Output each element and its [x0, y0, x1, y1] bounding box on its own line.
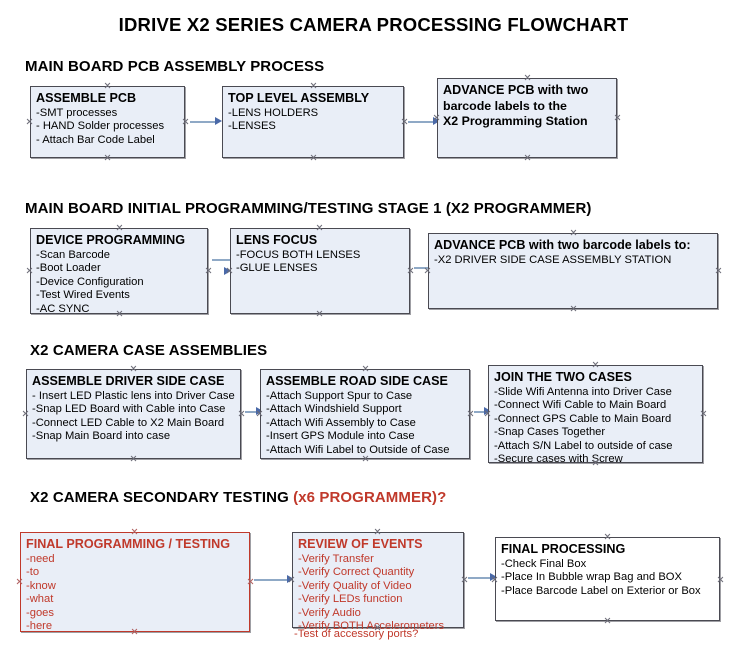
arrow-driver-case-to-road-case — [241, 406, 269, 418]
box-item: -Verify Audio — [298, 606, 361, 619]
box-final-programming-testing[interactable]: FINAL PROGRAMMING / TESTING -need -to -k… — [20, 532, 250, 632]
box-item: -know — [26, 579, 56, 592]
page-title: IDRIVE X2 SERIES CAMERA PROCESSING FLOWC… — [118, 14, 629, 35]
box-item: -Check Final Box — [501, 557, 587, 570]
box-item: -here — [26, 620, 53, 633]
box-header: LENS FOCUS — [236, 233, 318, 247]
box-item: -Snap LED Board with Cable into Case — [32, 403, 226, 416]
box-join-the-two-cases[interactable]: JOIN THE TWO CASES -Slide Wifi Antenna i… — [488, 365, 703, 465]
box-item: -Device Configuration — [36, 275, 144, 288]
box-item: -Snap Cases Together — [494, 426, 606, 439]
box-header: TOP LEVEL ASSEMBLY — [228, 91, 370, 105]
box-item: -Test Wired Events — [36, 289, 130, 302]
box-item: -Connect GPS Cable to Main Board — [494, 412, 672, 425]
box-advance-pcb-driver-side[interactable]: ADVANCE PCB with two barcode labels to: … — [428, 233, 718, 309]
section-heading-x2-camera-case-assemblies: X2 CAMERA CASE ASSEMBLIES — [30, 342, 267, 359]
box-item: X2 Programming Station — [443, 114, 588, 129]
box-item: -LENS HOLDERS — [228, 106, 319, 119]
box-item: -goes — [26, 606, 54, 619]
box-header: ASSEMBLE DRIVER SIDE CASE — [32, 374, 225, 388]
box-item: -Verify LEDs function — [298, 593, 403, 606]
box-item-overflow: -Test of accessory ports? — [294, 628, 419, 640]
box-header: REVIEW OF EVENTS — [298, 537, 423, 551]
box-item: -Verify Quality of Video — [298, 579, 412, 592]
box-item: -Place In Bubble wrap Bag and BOX — [501, 571, 682, 584]
section-heading-label: X2 CAMERA CASE ASSEMBLIES — [30, 342, 268, 359]
box-item: -GLUE LENSES — [236, 262, 318, 275]
box-header: JOIN THE TWO CASES — [494, 370, 632, 384]
box-assemble-road-side-case[interactable]: ASSEMBLE ROAD SIDE CASE -Attach Support … — [260, 369, 470, 459]
box-lens-focus[interactable]: LENS FOCUS -FOCUS BOTH LENSES -GLUE LENS… — [230, 228, 410, 314]
box-header: ADVANCE PCB with two — [443, 83, 589, 97]
box-top-level-assembly[interactable]: TOP LEVEL ASSEMBLY -LENS HOLDERS -LENSES — [222, 86, 404, 158]
box-item: -Connect Wifi Cable to Main Board — [494, 399, 667, 412]
section-heading-x2-camera-secondary-testing: X2 CAMERA SECONDARY TESTING (x6 PROGRAMM… — [30, 489, 446, 506]
box-item: -Secure cases with Screw — [494, 453, 623, 466]
box-item: -FOCUS BOTH LENSES — [236, 248, 361, 261]
arrow-assemble-pcb-to-top-level — [186, 117, 226, 127]
box-header: FINAL PROGRAMMING / TESTING — [26, 537, 231, 551]
section-heading-main-board-pcb-assembly: MAIN BOARD PCB ASSEMBLY PROCESS — [25, 58, 324, 75]
box-header: ASSEMBLE ROAD SIDE CASE — [266, 374, 448, 388]
box-item: -LENSES — [228, 120, 276, 133]
box-item: barcode labels to the — [443, 98, 567, 113]
box-item: - Insert LED Plastic lens into Driver Ca… — [32, 389, 235, 402]
box-item: -what — [26, 593, 54, 606]
box-item: -Attach Support Spur to Case — [266, 389, 413, 402]
box-item: -Attach S/N Label to outside of case — [494, 439, 673, 452]
box-header: FINAL PROCESSING — [501, 542, 626, 556]
box-header: ASSEMBLE PCB — [36, 91, 137, 105]
box-item: -Insert GPS Module into Case — [266, 430, 415, 443]
box-item: -Boot Loader — [36, 262, 101, 275]
section-heading-label: X2 CAMERA SECONDARY TESTING — [30, 489, 294, 506]
box-item: -Attach Wifi Label to Outside of Case — [266, 443, 450, 456]
box-item: -Verify Correct Quantity — [298, 566, 415, 579]
arrow-road-case-to-join-cases — [470, 406, 498, 418]
box-item: -Connect LED Cable to X2 Main Board — [32, 416, 225, 429]
arrow-top-level-to-advance-pcb — [405, 117, 445, 127]
box-item: -Place Barcode Label on Exterior or Box — [501, 584, 701, 597]
box-item: -Slide Wifi Antenna into Driver Case — [494, 385, 672, 398]
box-header: DEVICE PROGRAMMING — [36, 233, 186, 247]
box-item: -Verify BOTH Accelerometers — [298, 620, 445, 633]
box-item: -X2 DRIVER SIDE CASE ASSEMBLY STATION — [434, 253, 672, 266]
box-item: -AC SYNC — [36, 302, 90, 315]
box-review-of-events[interactable]: REVIEW OF EVENTS -Verify Transfer -Verif… — [292, 532, 464, 640]
box-header: ADVANCE PCB with two barcode labels to: — [434, 238, 691, 252]
box-item: - Attach Bar Code Label — [36, 133, 155, 146]
section-heading-main-board-initial-programming: MAIN BOARD INITIAL PROGRAMMING/TESTING S… — [25, 200, 592, 217]
box-item: - HAND Solder processes — [36, 120, 165, 133]
box-item: -to — [26, 566, 40, 579]
section-heading-accent: (x6 PROGRAMMER)? — [293, 489, 447, 506]
box-item: -Scan Barcode — [36, 248, 111, 261]
box-item: -Snap Main Board into case — [32, 430, 171, 443]
box-device-programming[interactable]: DEVICE PROGRAMMING -Scan Barcode -Boot L… — [30, 228, 208, 315]
box-item: -Attach Windshield Support — [266, 403, 402, 416]
box-item: -need — [26, 552, 55, 565]
box-item: -Verify Transfer — [298, 552, 374, 565]
arrow-review-of-events-to-final-processing — [464, 572, 504, 584]
box-item: -SMT processes — [36, 106, 118, 119]
box-assemble-driver-side-case[interactable]: ASSEMBLE DRIVER SIDE CASE - Insert LED P… — [26, 369, 241, 459]
box-assemble-pcb[interactable]: ASSEMBLE PCB -SMT processes - HAND Solde… — [30, 86, 185, 158]
arrow-final-programming-to-review-of-events — [250, 574, 300, 586]
section-heading-label: MAIN BOARD PCB ASSEMBLY PROCESS — [25, 58, 325, 75]
box-advance-pcb-programming-station[interactable]: ADVANCE PCB with two barcode labels to t… — [437, 78, 617, 158]
section-heading-label: MAIN BOARD INITIAL PROGRAMMING/TESTING S… — [25, 200, 592, 217]
box-item: -Attach Wifi Assembly to Case — [266, 416, 416, 429]
box-final-processing[interactable]: FINAL PROCESSING -Check Final Box -Place… — [495, 537, 720, 621]
